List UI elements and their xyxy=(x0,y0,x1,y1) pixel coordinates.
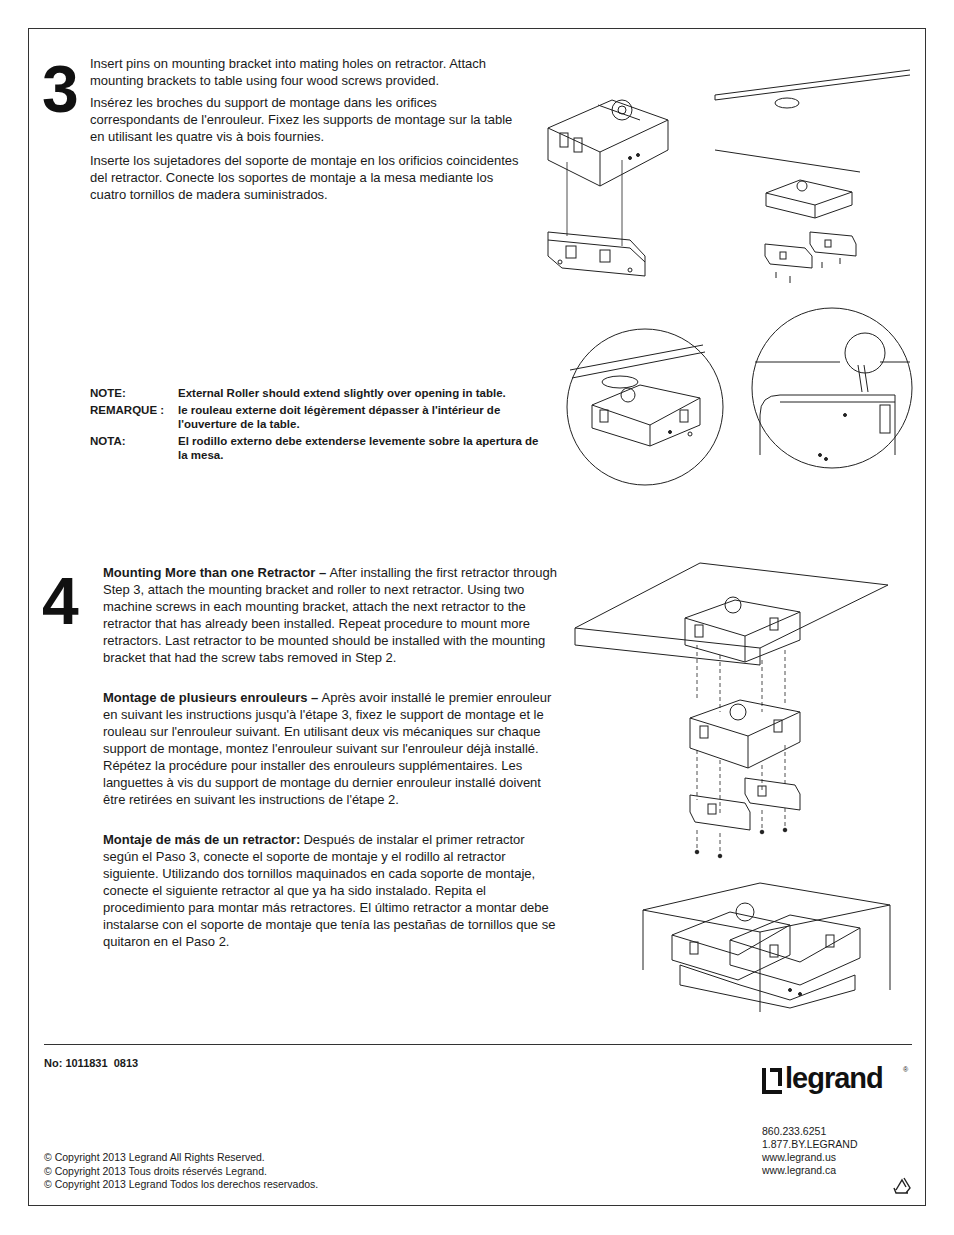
note-heading: REMARQUE : xyxy=(90,403,164,417)
registered-mark: ® xyxy=(903,1066,908,1073)
legrand-logo-mark xyxy=(762,1068,782,1094)
note-text: External Roller should extend slightly o… xyxy=(178,387,506,399)
brand-logo: legrand xyxy=(785,1064,883,1093)
instruction-text: Montaje de más de un retractor:Después d… xyxy=(103,831,558,950)
instruction-text: Inserte los sujetadores del soporte de m… xyxy=(90,152,530,203)
body-text: Après avoir installé le premier enrouleu… xyxy=(103,690,551,807)
contact-line: 860.233.6251 xyxy=(762,1125,826,1137)
note-text: El rodillo externo debe extenderse levem… xyxy=(178,434,543,462)
body-text: Después de instalar el primer retractor … xyxy=(103,832,555,949)
contact-line: 860.233.6251 xyxy=(762,1125,826,1138)
body-text: After installing the first retractor thr… xyxy=(103,565,557,665)
footer-rule xyxy=(44,1044,912,1045)
note-heading: NOTE: xyxy=(90,387,126,399)
contact-line: www.legrand.ca xyxy=(762,1164,836,1177)
brand-logo: legrand xyxy=(785,1062,883,1094)
step4-installed-view xyxy=(643,883,890,1012)
copyright-line: © Copyright 2013 Legrand Todos los derec… xyxy=(44,1178,318,1191)
note-heading: NOTA: xyxy=(90,434,126,448)
lead-heading: Montaje de más de un retractor: xyxy=(103,832,300,847)
step-number: 3 xyxy=(42,56,79,122)
lead-heading: Montage de plusieurs enrouleurs – xyxy=(103,690,318,705)
note-text: le rouleau externe doit légèrement dépas… xyxy=(178,404,500,430)
instruction-text: Insérez les broches du support de montag… xyxy=(90,94,530,145)
step-number: 4 xyxy=(42,568,79,634)
page-border xyxy=(29,29,926,1206)
copyright-line: © Copyright 2013 Legrand Todos los derec… xyxy=(44,1178,318,1190)
detail-circle-right xyxy=(752,308,912,468)
registered-mark: ® xyxy=(903,1066,908,1073)
copyright-line: © Copyright 2013 Legrand All Rights Rese… xyxy=(44,1151,265,1164)
note-text: External Roller should extend slightly o… xyxy=(178,386,543,400)
note-heading: NOTA: xyxy=(90,435,126,447)
step3-retractor-exploded xyxy=(548,100,668,276)
instruction-text: Inserte los sujetadores del soporte de m… xyxy=(90,153,519,202)
copyright-line: © Copyright 2013 Legrand All Rights Rese… xyxy=(44,1151,265,1163)
lead-heading: Mounting More than one Retractor – xyxy=(103,565,326,580)
contact-line: www.legrand.us xyxy=(762,1151,836,1164)
document-number: No: 1011831 0813 xyxy=(44,1057,138,1070)
recycle-symbol xyxy=(894,1178,910,1193)
document-number: No: 1011831 0813 xyxy=(44,1057,138,1069)
note-text: El rodillo externo debe extenderse levem… xyxy=(178,435,538,461)
note-heading: NOTE: xyxy=(90,386,126,400)
instruction-text: Montage de plusieurs enrouleurs –Après a… xyxy=(103,689,558,808)
copyright-line: © Copyright 2013 Tous droits réservés Le… xyxy=(44,1165,267,1177)
step4-stacking-illustration xyxy=(575,563,888,858)
instruction-text: Insérez les broches du support de montag… xyxy=(90,95,512,144)
contact-line: 1.877.BY.LEGRAND xyxy=(762,1138,858,1151)
note-heading: REMARQUE : xyxy=(90,404,164,416)
step3-table-view xyxy=(715,70,910,283)
detail-circle-left xyxy=(567,329,723,485)
contact-line: www.legrand.us xyxy=(762,1151,836,1163)
contact-line: 1.877.BY.LEGRAND xyxy=(762,1138,858,1150)
step-number: 3 xyxy=(42,52,79,126)
copyright-line: © Copyright 2013 Tous droits réservés Le… xyxy=(44,1165,267,1178)
instruction-text: Mounting More than one Retractor –After … xyxy=(103,564,558,666)
contact-line: www.legrand.ca xyxy=(762,1164,836,1176)
instruction-text: Insert pins on mounting bracket into mat… xyxy=(90,55,530,89)
step-number: 4 xyxy=(42,564,79,638)
note-text: le rouleau externe doit légèrement dépas… xyxy=(178,403,543,431)
instruction-text: Insert pins on mounting bracket into mat… xyxy=(90,56,486,88)
